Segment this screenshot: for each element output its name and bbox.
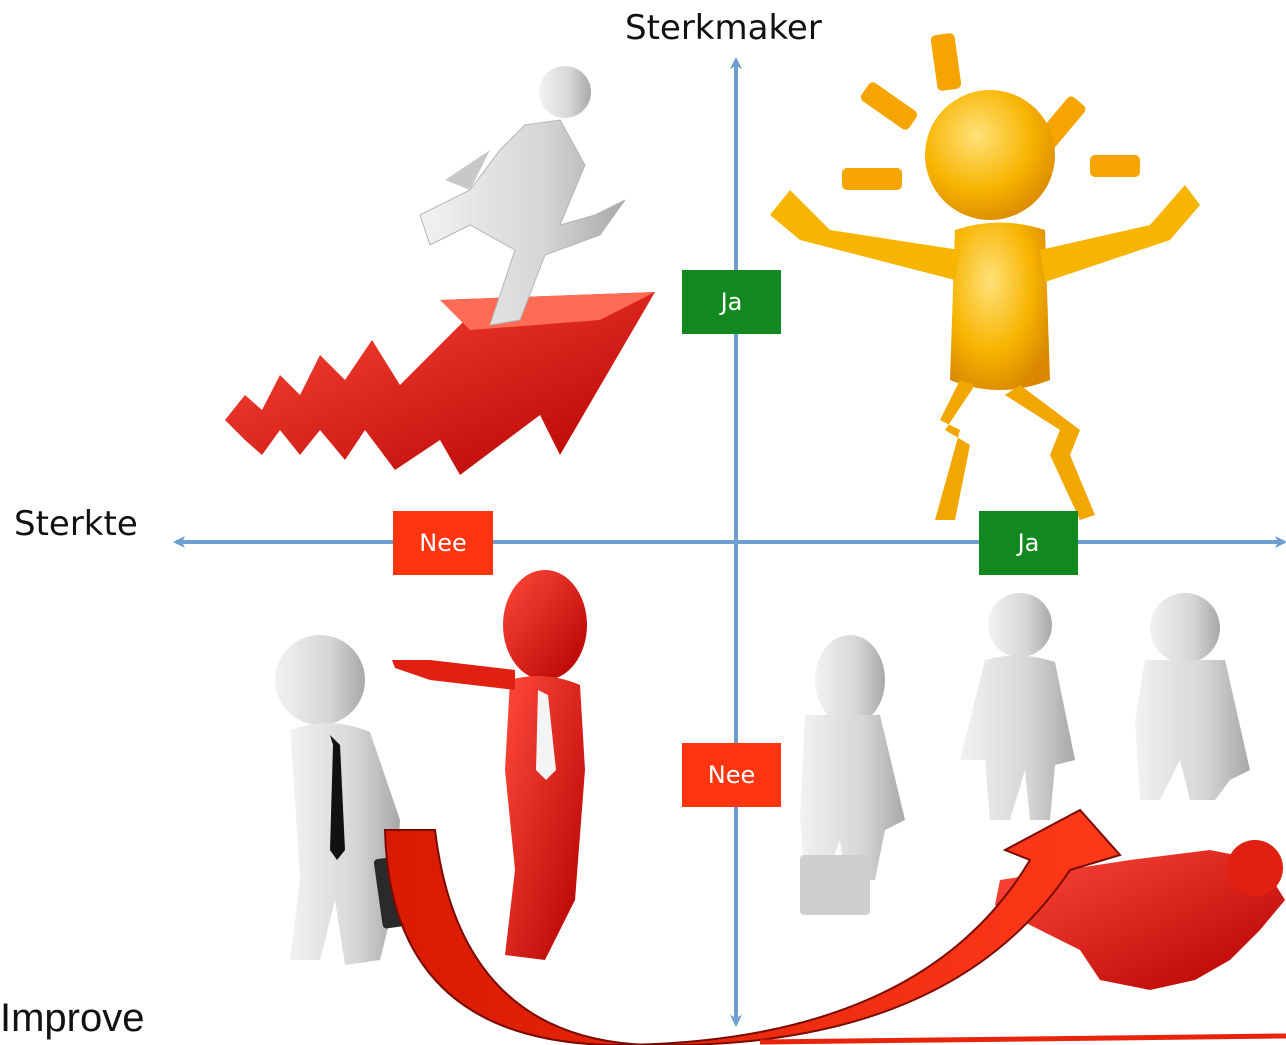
badge-right: Ja bbox=[979, 511, 1078, 575]
improve-label: Improve bbox=[0, 996, 145, 1040]
badge-top: Ja bbox=[682, 270, 781, 334]
transition-arrow bbox=[383, 808, 1122, 1045]
vertical-axis-title: Sterkmaker bbox=[625, 8, 822, 48]
business-group-with-fallen-red-figure-icon bbox=[800, 593, 1285, 990]
happy-sun-figure-icon bbox=[770, 33, 1200, 520]
badge-left: Nee bbox=[393, 511, 493, 575]
badge-bottom: Nee bbox=[682, 743, 781, 807]
running-man-on-rising-arrow-icon bbox=[225, 66, 655, 475]
baseline-red-line bbox=[759, 1033, 1286, 1045]
horizontal-axis-title: Sterkte bbox=[14, 504, 138, 544]
